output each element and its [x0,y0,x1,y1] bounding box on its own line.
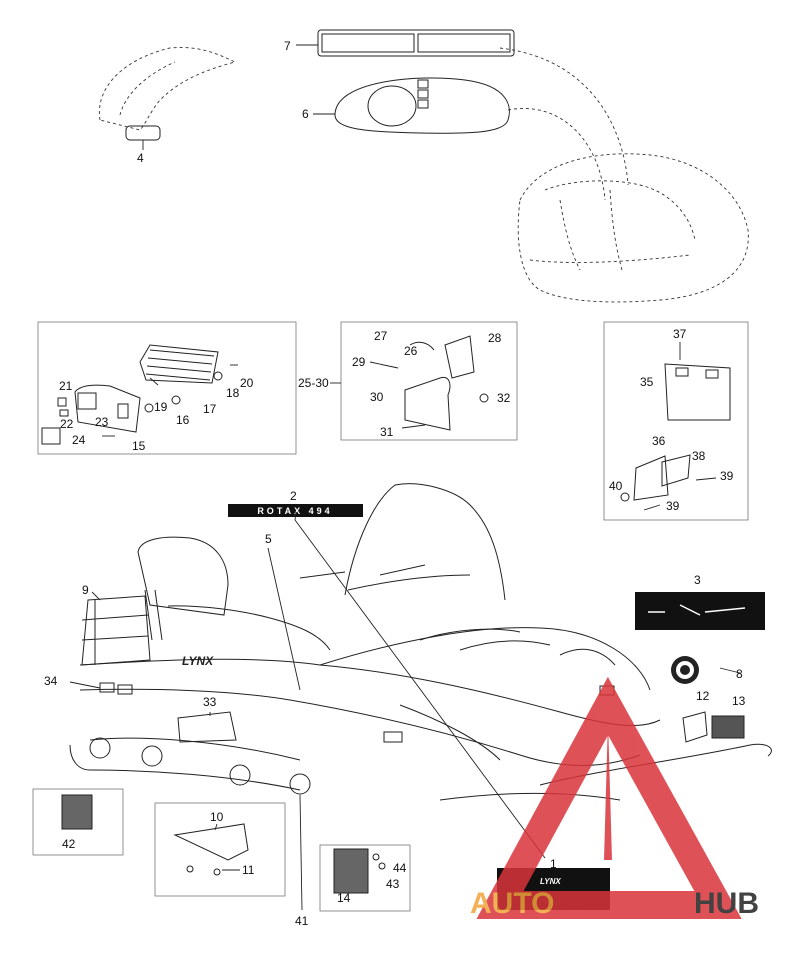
lynx-decal-small: LYNX [540,877,561,886]
callout-19: 19 [154,400,168,414]
callout-9: 9 [82,583,89,597]
callout-18: 18 [226,386,240,400]
part-35-mudflap [664,342,731,421]
part-10-deflector [173,823,249,861]
part-36-38-brackets [620,454,717,511]
callout-22: 22 [60,417,74,431]
deflector-box [154,802,286,897]
callout-31: 31 [380,425,394,439]
part-13-reflector [711,715,745,739]
part-15-taillight-housing [74,384,141,433]
callout-12: 12 [696,689,710,703]
watermark-auto: AUTO [470,887,554,920]
callout-10: 10 [210,810,224,824]
callout-32: 32 [497,391,511,405]
callout-7: 7 [284,39,291,53]
callout-24: 24 [72,433,86,447]
callout-20: 20 [240,376,254,390]
callout-13: 13 [732,694,746,708]
part-6-dash-panel [313,77,510,134]
callout-8: 8 [736,667,743,681]
part-2-rotax-decal [228,504,363,517]
callout-40: 40 [609,479,623,493]
callout-39b: 39 [666,499,680,513]
callout-38: 38 [692,449,706,463]
callout-30: 30 [370,390,384,404]
watermark-moto: MOTO [567,887,656,920]
part-12-bracket [682,711,708,743]
reflector-box-42 [32,788,124,856]
callout-5: 5 [265,532,272,546]
callout-15: 15 [132,439,146,453]
callout-28: 28 [488,331,502,345]
part-3-decal [635,592,765,630]
callout-33: 33 [203,695,217,709]
callout-25-30: 25-30 [298,376,329,390]
callout-2: 2 [290,489,297,503]
callout-37: 37 [673,327,687,341]
callout-1: 1 [550,857,557,871]
part-7-decal [296,29,515,57]
callout-41: 41 [295,914,309,928]
watermark-hub: HUB [694,887,759,920]
callout-16: 16 [176,413,190,427]
callout-36: 36 [652,434,666,448]
taillight-hardware [41,364,238,445]
lynx-hood-decal: LYNX [182,654,214,668]
callout-43: 43 [386,877,400,891]
callout-17: 17 [203,402,217,416]
part-30-bracket [369,335,489,431]
part-42-reflector [61,794,93,830]
callout-27: 27 [374,329,388,343]
callout-3: 3 [694,573,701,587]
callout-34: 34 [44,674,58,688]
part-17-taillight-lens [139,344,219,384]
callout-23: 23 [95,415,109,429]
callout-11: 11 [242,863,255,877]
hood-outline [499,47,749,303]
taillight-box [37,321,297,455]
mudflap-box [603,321,749,521]
part-8-emblem [671,656,699,684]
callout-14: 14 [337,891,351,905]
bracket-box [340,321,518,441]
part-14-reflector [333,848,369,894]
watermark: AUTO MOTO HUB [470,676,759,920]
callout-29: 29 [352,355,366,369]
callout-39: 39 [720,469,734,483]
rotax-decal-text: ROTAX 494 [257,506,332,516]
callout-4: 4 [137,151,144,165]
callout-21: 21 [59,379,73,393]
callout-26: 26 [404,344,418,358]
part-4-windshield-decal [98,47,237,150]
snowmobile-outline [69,483,772,911]
callout-35: 35 [640,375,654,389]
callout-6: 6 [302,107,309,121]
callout-44: 44 [393,861,407,875]
reflector-box-14 [319,844,411,912]
callout-42: 42 [62,837,76,851]
